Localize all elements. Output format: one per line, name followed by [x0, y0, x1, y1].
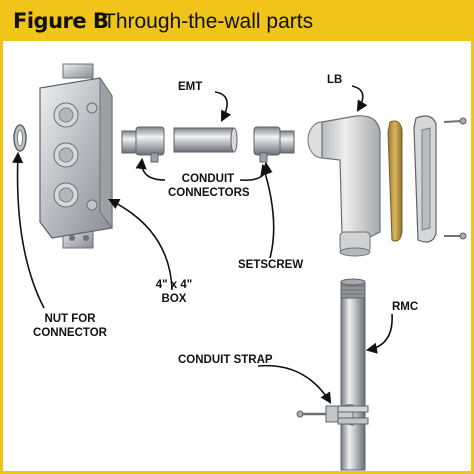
- conduit-strap: [296, 404, 369, 426]
- lb-cover: [413, 115, 437, 243]
- label-conduit-connectors-line1: CONDUIT: [181, 173, 235, 185]
- lb-gasket: [387, 120, 403, 242]
- label-box: 4" x 4" BOX: [150, 278, 198, 306]
- arrow-connector-left: [135, 157, 166, 181]
- label-box-line2: BOX: [161, 293, 187, 305]
- label-setscrew: SETSCREW: [238, 259, 304, 271]
- label-conduit-strap: CONDUIT STRAP: [178, 354, 273, 366]
- label-conduit-connectors: CONDUIT CONNECTORS: [168, 172, 250, 200]
- figure-label: Figure B: [13, 9, 109, 33]
- label-lb: LB: [327, 74, 343, 86]
- label-emt: EMT: [178, 81, 203, 93]
- figure-title: Through-the-wall parts: [103, 10, 314, 33]
- arrow-nut: [12, 151, 45, 309]
- cover-screws: [443, 117, 467, 240]
- arrow-strap: [257, 364, 332, 404]
- box-4x4: [39, 63, 113, 249]
- label-conduit-connectors-line2: CONNECTORS: [168, 187, 250, 199]
- arrow-emt: [214, 91, 232, 122]
- callout-arrows: [12, 85, 393, 404]
- locknut: [13, 124, 27, 152]
- figure-header: Figure B Through-the-wall parts: [3, 3, 471, 41]
- arrow-rmc: [365, 313, 393, 354]
- arrow-box: [107, 198, 173, 291]
- rmc-pipe: [340, 278, 366, 471]
- emt-tube: [173, 127, 238, 153]
- lb-fitting: [307, 115, 381, 257]
- conduit-connector-left: [121, 126, 165, 163]
- arrow-setscrew: [260, 163, 275, 259]
- label-nut-line2: CONNECTOR: [33, 327, 107, 339]
- label-box-line1: 4" x 4": [155, 279, 193, 291]
- arrow-lb: [351, 85, 368, 112]
- conduit-connector-right: [253, 126, 295, 163]
- label-nut: NUT FOR CONNECTOR: [30, 312, 110, 340]
- label-rmc: RMC: [392, 301, 419, 313]
- label-nut-line1: NUT FOR: [44, 313, 96, 325]
